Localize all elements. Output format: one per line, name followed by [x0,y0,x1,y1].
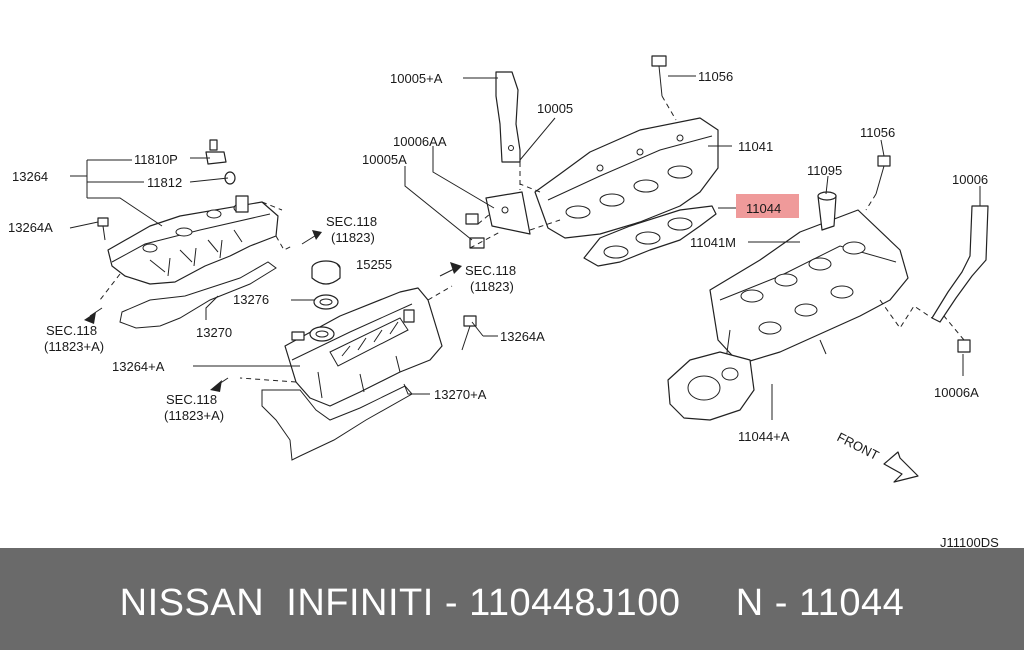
label-13264A-left: 13264A [8,220,53,235]
label-10006: 10006 [952,172,988,187]
label-11041: 11041 [738,139,773,154]
rocker-cover-gasket-left [119,261,277,329]
label-15255: 15255 [356,257,392,272]
label-10005: 10005 [537,101,573,116]
cylinder-head-11041M [709,209,909,365]
sec-arrows [84,230,462,392]
label-sec118-b: SEC.118 [465,263,516,278]
label-11041M: 11041M [690,235,736,250]
bolt-13264A-right [461,315,477,351]
front-arrow [883,451,919,483]
label-10005A-plus: 10005+A [390,71,443,86]
label-13264-plus-A: 13264+A [112,359,165,374]
highlight-11044 [736,194,799,218]
rocker-cover-right [284,287,443,407]
parts-diagram: 10005+A 10005 11056 10006AA 11041 10005A… [8,55,999,548]
leader-lines [69,75,981,420]
cylinder-head-11041 [534,117,719,239]
pcv-valve-parts [205,139,249,213]
footer-part-number: NISSAN INFINITI - 110448J100 N - 11044 [119,582,905,624]
diagram-code: J11100DS [940,535,999,548]
label-11812: 11812 [147,175,182,190]
label-10005A: 10005A [362,152,407,167]
assembly-lines [99,95,965,383]
label-front: FRONT [835,429,882,463]
label-11044-plus-A: 11044+A [738,429,790,444]
label-10006AA: 10006AA [393,134,447,149]
bracket-10005 [485,71,531,235]
label-sec118-d: SEC.118 [166,392,217,407]
label-11056-top: 11056 [698,69,733,84]
bracket-10006 [931,205,989,353]
rocker-cover-left [107,201,279,285]
head-gasket-11044A [667,351,755,421]
label-sec118-b-sub: (11823) [470,279,514,294]
label-sec118-c-sub: (11823+A) [44,339,104,354]
label-11056-right: 11056 [860,125,895,140]
label-13264A-right: 13264A [500,329,545,344]
bolt-11056-right [875,155,891,195]
head-gasket-11044 [583,205,717,267]
rocker-cover-gasket-right [261,385,413,461]
label-sec118-a-sub: (11823) [331,230,375,245]
label-10006A: 10006A [934,385,979,400]
label-13270-plus-A: 13270+A [434,387,487,402]
label-11044: 11044 [746,201,781,216]
footer-bar: NISSAN INFINITI - 110448J100 N - 11044 [0,548,1024,650]
label-sec118-a: SEC.118 [326,214,377,229]
label-13264: 13264 [12,169,48,184]
label-11810P: 11810P [134,152,178,167]
sleeve-11095 [817,191,837,231]
label-11095: 11095 [807,163,842,178]
label-sec118-d-sub: (11823+A) [164,408,224,423]
label-13270: 13270 [196,325,232,340]
part-labels: 10005+A 10005 11056 10006AA 11041 10005A… [8,69,999,548]
bolts-center [465,55,667,249]
label-sec118-c: SEC.118 [46,323,97,338]
bolt-13264A-left [97,217,109,241]
label-13276: 13276 [233,292,269,307]
